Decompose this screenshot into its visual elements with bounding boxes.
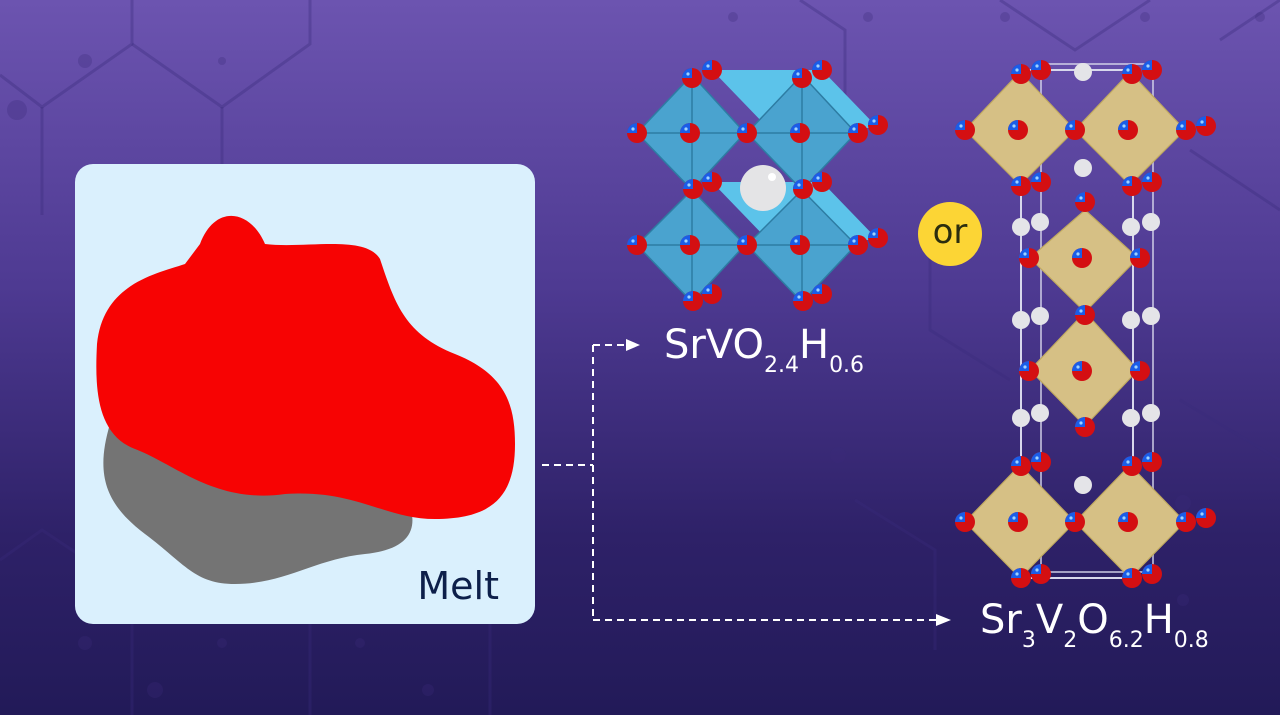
layered-structure <box>955 60 1216 588</box>
formula-product-1: SrVO2.4H0.6 <box>664 322 864 378</box>
formula-part: O <box>1077 597 1109 643</box>
perovskite-structure <box>627 60 888 311</box>
formula-subscript: 3 <box>1021 628 1036 653</box>
formula-part: V <box>1035 597 1064 643</box>
formula-part: SrVO <box>664 322 764 368</box>
melt-blob-illustration <box>96 215 515 584</box>
formula-subscript: 6.2 <box>1108 628 1144 653</box>
melt-panel: Melt <box>75 164 535 624</box>
arrow-head-product-2 <box>936 614 951 626</box>
or-badge: or <box>918 202 982 266</box>
arrow-head-product-1 <box>626 339 640 351</box>
formula-part: Sr <box>980 597 1022 643</box>
formula-subscript: 2 <box>1063 628 1078 653</box>
melt-label: Melt <box>417 564 499 608</box>
formula-part: H <box>1143 597 1174 643</box>
formula-subscript: 0.8 <box>1173 628 1209 653</box>
formula-product-2: Sr3V2O6.2H0.8 <box>980 597 1209 653</box>
formula-part: H <box>798 322 830 368</box>
sr-atom <box>740 165 786 211</box>
formula-subscript: 2.4 <box>763 353 799 378</box>
formula-subscript: 0.6 <box>829 353 865 378</box>
red-melt-shape <box>96 215 515 519</box>
